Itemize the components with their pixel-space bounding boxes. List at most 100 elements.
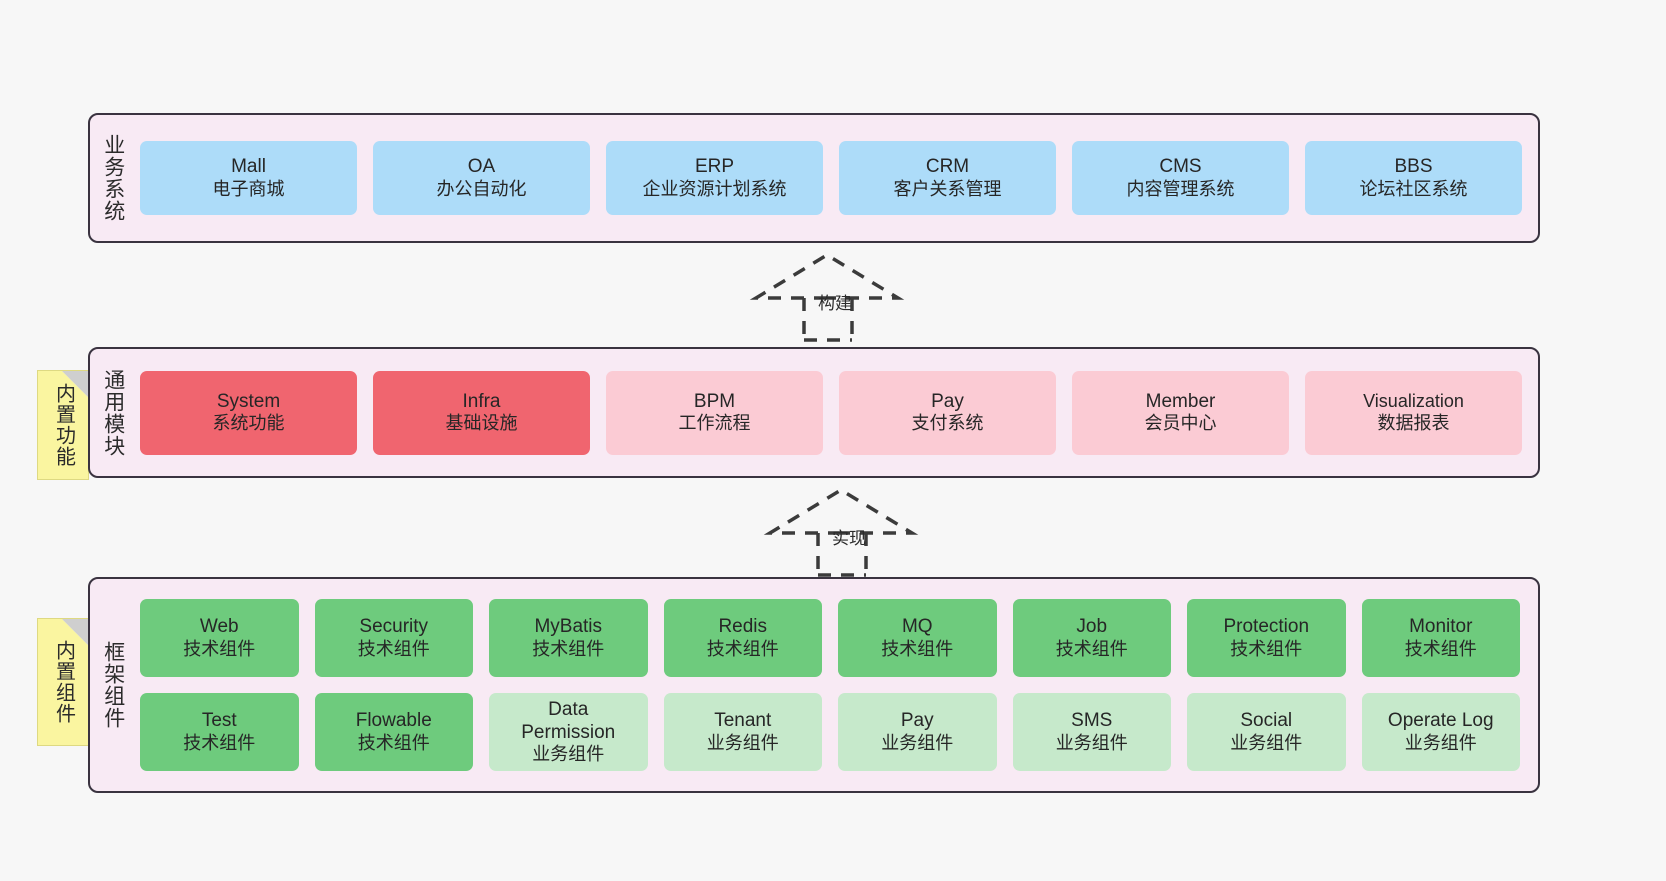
card-redis-en: Redis bbox=[718, 616, 768, 638]
card-redis-zh: 技术组件 bbox=[706, 638, 779, 659]
arrow-implement-label: 实现 bbox=[832, 529, 866, 548]
card-monitor-en: Monitor bbox=[1409, 616, 1473, 638]
card-visualization[interactable]: Visualization 数据报表 bbox=[1305, 370, 1522, 455]
card-bpm-zh: 工作流程 bbox=[678, 413, 751, 434]
card-mq-en: MQ bbox=[901, 616, 933, 638]
card-protection-en: Protection bbox=[1223, 616, 1310, 638]
card-bpm-en: BPM bbox=[693, 390, 736, 412]
card-pay-component-zh: 业务组件 bbox=[881, 732, 954, 753]
card-tenant-zh: 业务组件 bbox=[706, 732, 779, 753]
business-card-row: Mall 电子商城 OA 办公自动化 ERP 企业资源计划系统 CRM 客户关系… bbox=[140, 141, 1522, 215]
card-infra-zh: 基础设施 bbox=[445, 413, 518, 434]
card-mq-zh: 技术组件 bbox=[881, 638, 954, 659]
card-tenant-en: Tenant bbox=[714, 710, 772, 732]
card-job-en: Job bbox=[1076, 616, 1108, 638]
card-mybatis[interactable]: MyBatis 技术组件 bbox=[489, 599, 648, 677]
card-bbs[interactable]: BBS 论坛社区系统 bbox=[1305, 141, 1522, 215]
card-data-permission[interactable]: Data Permission 业务组件 bbox=[489, 693, 648, 771]
card-monitor[interactable]: Monitor 技术组件 bbox=[1361, 599, 1520, 677]
card-cms-zh: 内容管理系统 bbox=[1126, 178, 1235, 199]
layer-business-body: Mall 电子商城 OA 办公自动化 ERP 企业资源计划系统 CRM 客户关系… bbox=[136, 115, 1538, 241]
card-test[interactable]: Test 技术组件 bbox=[140, 693, 299, 771]
card-monitor-zh: 技术组件 bbox=[1404, 638, 1477, 659]
card-crm-en: CRM bbox=[925, 156, 970, 178]
card-security-zh: 技术组件 bbox=[357, 638, 430, 659]
card-pay-module[interactable]: Pay 支付系统 bbox=[839, 370, 1056, 455]
common-card-row: System 系统功能 Infra 基础设施 BPM 工作流程 Pay 支付系统… bbox=[140, 370, 1522, 455]
card-test-zh: 技术组件 bbox=[183, 732, 256, 753]
card-web[interactable]: Web 技术组件 bbox=[140, 599, 299, 677]
card-mybatis-zh: 技术组件 bbox=[532, 638, 605, 659]
card-sms-en: SMS bbox=[1071, 710, 1113, 732]
card-protection-zh: 技术组件 bbox=[1230, 638, 1303, 659]
card-visualization-en: Visualization bbox=[1363, 390, 1464, 411]
layer-common-body: System 系统功能 Infra 基础设施 BPM 工作流程 Pay 支付系统… bbox=[136, 349, 1538, 476]
layer-common-module: 通用模块 System 系统功能 Infra 基础设施 BPM 工作流程 Pay bbox=[88, 347, 1540, 478]
card-crm[interactable]: CRM 客户关系管理 bbox=[839, 141, 1056, 215]
card-data-permission-zh: 业务组件 bbox=[532, 744, 605, 765]
card-oa[interactable]: OA 办公自动化 bbox=[373, 141, 590, 215]
card-bbs-zh: 论坛社区系统 bbox=[1359, 178, 1468, 199]
card-infra[interactable]: Infra 基础设施 bbox=[373, 370, 590, 455]
sticky-note-builtin-component-label: 内置组件 bbox=[52, 640, 75, 724]
card-redis[interactable]: Redis 技术组件 bbox=[663, 599, 822, 677]
arrow-build-triangle bbox=[749, 252, 905, 300]
card-operate-log-zh: 业务组件 bbox=[1404, 732, 1477, 753]
card-flowable-zh: 技术组件 bbox=[357, 732, 430, 753]
card-protection[interactable]: Protection 技术组件 bbox=[1187, 599, 1346, 677]
framework-card-row-1: Web 技术组件 Security 技术组件 MyBatis 技术组件 Redi… bbox=[140, 599, 1520, 677]
arrow-build-stem bbox=[802, 298, 854, 342]
card-pay-component-en: Pay bbox=[900, 710, 934, 732]
card-mall[interactable]: Mall 电子商城 bbox=[140, 141, 357, 215]
card-security[interactable]: Security 技术组件 bbox=[314, 599, 473, 677]
sticky-note-builtin-function: 内置功能 bbox=[37, 370, 89, 480]
layer-framework-component: 框架组件 Web 技术组件 Security 技术组件 MyBatis 技术组件… bbox=[88, 577, 1540, 793]
card-flowable[interactable]: Flowable 技术组件 bbox=[314, 693, 473, 771]
card-security-en: Security bbox=[359, 616, 429, 638]
layer-business-system: 业务系统 Mall 电子商城 OA 办公自动化 ERP 企业资源计划系统 CRM bbox=[88, 113, 1540, 243]
card-pay-module-en: Pay bbox=[931, 390, 964, 412]
card-tenant[interactable]: Tenant 业务组件 bbox=[663, 693, 822, 771]
card-system-en: System bbox=[216, 390, 281, 412]
card-pay-module-zh: 支付系统 bbox=[911, 413, 984, 434]
arrow-build: 构建 bbox=[749, 252, 932, 342]
card-cms[interactable]: CMS 内容管理系统 bbox=[1072, 141, 1289, 215]
card-sms[interactable]: SMS 业务组件 bbox=[1012, 693, 1171, 771]
layer-framework-body: Web 技术组件 Security 技术组件 MyBatis 技术组件 Redi… bbox=[136, 579, 1538, 791]
arrow-build-label: 构建 bbox=[818, 294, 852, 313]
card-mall-zh: 电子商城 bbox=[212, 178, 285, 199]
card-job[interactable]: Job 技术组件 bbox=[1012, 599, 1171, 677]
card-web-zh: 技术组件 bbox=[183, 638, 256, 659]
card-member-en: Member bbox=[1145, 390, 1216, 412]
layer-common-title: 通用模块 bbox=[101, 368, 125, 457]
card-member[interactable]: Member 会员中心 bbox=[1072, 370, 1289, 455]
card-oa-en: OA bbox=[467, 156, 496, 178]
card-mall-en: Mall bbox=[231, 156, 266, 178]
card-operate-log[interactable]: Operate Log 业务组件 bbox=[1361, 693, 1520, 771]
card-pay-component[interactable]: Pay 业务组件 bbox=[838, 693, 997, 771]
card-web-en: Web bbox=[199, 616, 239, 638]
card-job-zh: 技术组件 bbox=[1055, 638, 1128, 659]
card-social-en: Social bbox=[1240, 710, 1293, 732]
card-bpm[interactable]: BPM 工作流程 bbox=[606, 370, 823, 455]
card-system[interactable]: System 系统功能 bbox=[140, 370, 357, 455]
card-social[interactable]: Social 业务组件 bbox=[1187, 693, 1346, 771]
card-operate-log-en: Operate Log bbox=[1387, 710, 1494, 732]
card-erp-en: ERP bbox=[694, 156, 735, 178]
card-data-permission-en: Data Permission bbox=[521, 698, 616, 744]
card-bbs-en: BBS bbox=[1394, 156, 1433, 178]
card-crm-zh: 客户关系管理 bbox=[893, 178, 1002, 199]
card-system-zh: 系统功能 bbox=[212, 413, 285, 434]
card-mq[interactable]: MQ 技术组件 bbox=[838, 599, 997, 677]
layer-framework-title: 框架组件 bbox=[101, 641, 125, 729]
layer-business-title: 业务系统 bbox=[101, 134, 125, 222]
card-mybatis-en: MyBatis bbox=[534, 616, 603, 638]
card-test-en: Test bbox=[201, 710, 237, 732]
arrow-implement-triangle bbox=[763, 487, 919, 535]
framework-card-row-2: Test 技术组件 Flowable 技术组件 Data Permission … bbox=[140, 693, 1520, 771]
card-social-zh: 业务组件 bbox=[1230, 732, 1303, 753]
sticky-note-builtin-component: 内置组件 bbox=[37, 618, 89, 746]
card-infra-en: Infra bbox=[462, 390, 501, 412]
card-erp[interactable]: ERP 企业资源计划系统 bbox=[606, 141, 823, 215]
